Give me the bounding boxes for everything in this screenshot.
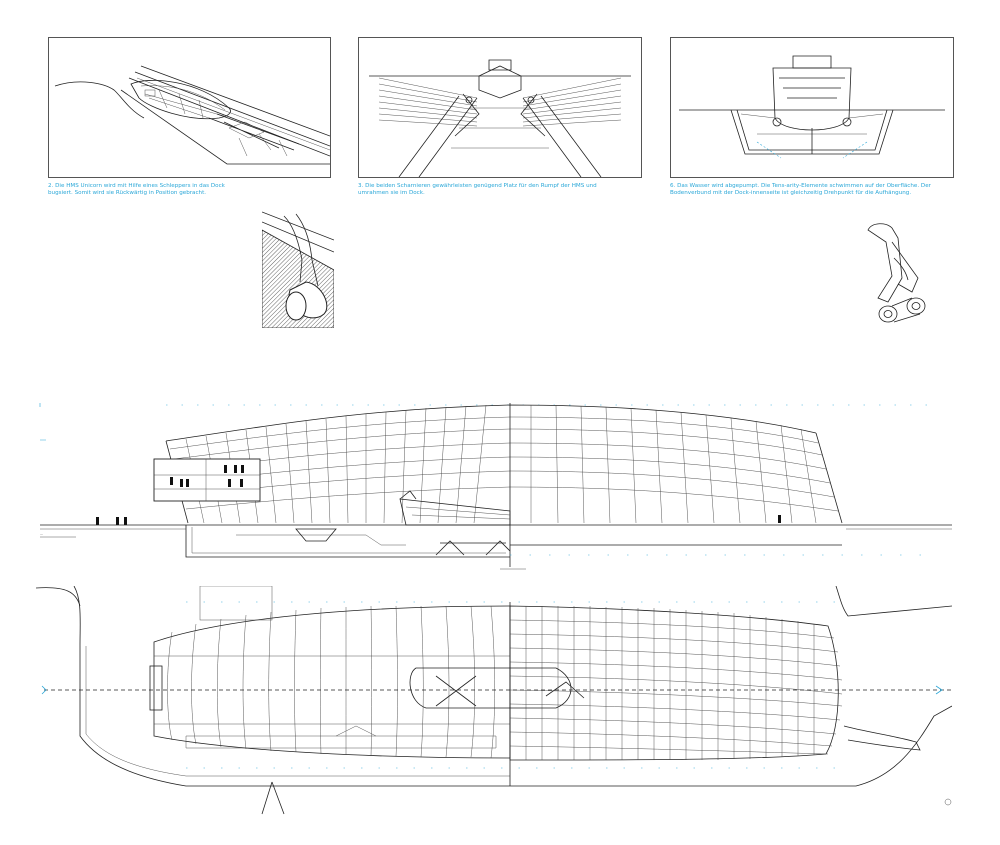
step-3-caption: 3. Die beiden Scharnieren gewährleisten …: [358, 183, 597, 197]
step-3-drawing: [369, 59, 631, 177]
roller-detail-drawing: [262, 211, 334, 328]
step-6-panel: [670, 37, 954, 178]
elevation-svg: —: [39, 403, 952, 570]
plan-drawing: [36, 586, 952, 826]
step-3-panel: [358, 37, 642, 178]
elevation-drawing: —: [36, 395, 952, 580]
hanger-detail: [858, 218, 940, 330]
step-2-drawing: [54, 65, 330, 165]
hanger-detail-drawing: [867, 223, 926, 323]
step-6-drawing: [679, 55, 945, 159]
step-6-caption: 6. Das Wasser wird abgepumpt. Die Tens-a…: [670, 183, 931, 197]
plan-svg: [36, 586, 952, 815]
roller-detail: [262, 210, 334, 328]
step-2-caption: 2. Die HMS Unicorn wird mit Hilfe eines …: [48, 183, 225, 197]
elevation-left-label: —: [40, 532, 43, 536]
step-2-panel: [48, 37, 331, 178]
